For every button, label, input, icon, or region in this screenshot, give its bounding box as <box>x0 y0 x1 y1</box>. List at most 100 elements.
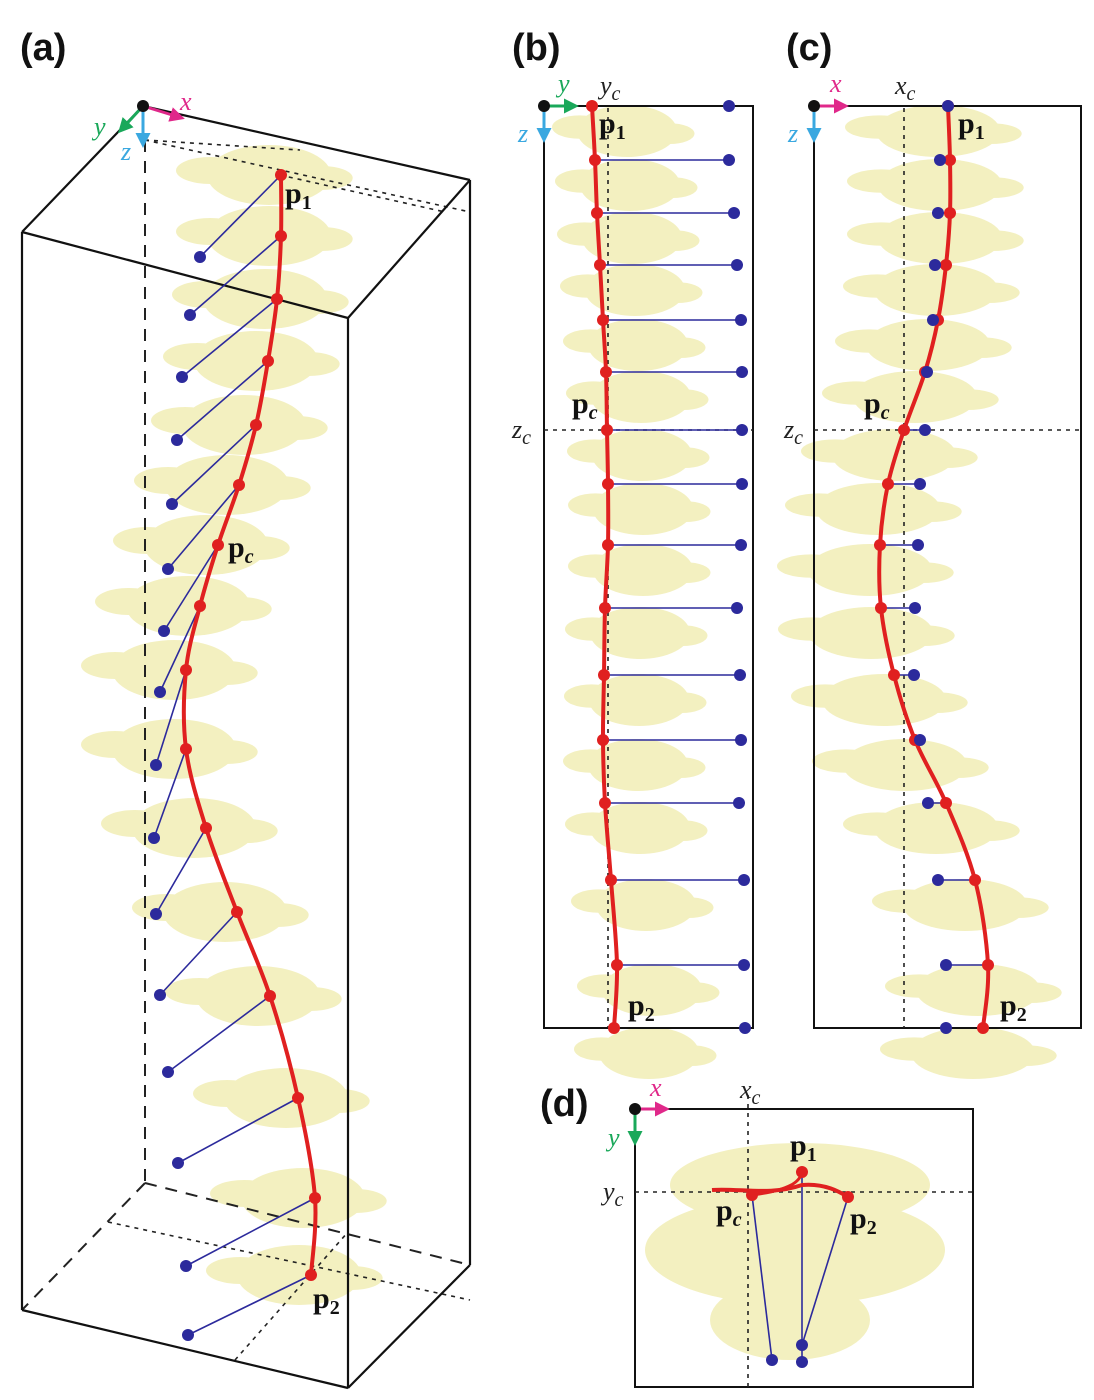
marker-point <box>927 314 939 326</box>
vertebra-process <box>659 447 710 468</box>
vertebra-body <box>580 159 680 211</box>
vertebra <box>132 882 309 942</box>
vertebra-body <box>874 264 998 316</box>
vertebra-process <box>81 652 150 679</box>
vertebra-process <box>165 978 234 1005</box>
curve-point <box>888 669 900 681</box>
curve-point <box>944 154 956 166</box>
vertebra <box>778 607 955 659</box>
vertebra-process <box>652 282 703 303</box>
vertebra-body <box>126 576 250 636</box>
marker-point <box>796 1356 808 1368</box>
vertebra-body <box>874 802 998 854</box>
box-dotted-guides <box>107 139 471 1361</box>
vertebra-process <box>215 819 278 843</box>
vertebra-process <box>843 812 912 836</box>
vertebra-body <box>592 429 692 481</box>
vertebra-process <box>560 274 615 298</box>
vertebra <box>791 674 968 726</box>
vertebra-body <box>645 1195 945 1305</box>
vertebra-body <box>599 1027 699 1079</box>
marker-point <box>914 734 926 746</box>
vertebra-process <box>891 562 954 583</box>
vertebra <box>165 966 342 1026</box>
vertebra-body <box>207 206 331 266</box>
zc-label: zc <box>511 415 531 449</box>
pc-label: pc <box>864 387 890 424</box>
vertebra <box>206 1245 383 1305</box>
vertebra-process <box>568 554 623 578</box>
vertebra <box>574 1027 717 1079</box>
axes-triad: y z <box>517 69 579 148</box>
zc-label: zc <box>783 415 803 449</box>
vertebra-process <box>710 1280 870 1360</box>
curve-point <box>597 734 609 746</box>
vertebra-body <box>165 455 289 515</box>
vertebra <box>571 879 714 931</box>
vertebra-process <box>290 227 353 251</box>
vertebra-process <box>209 597 272 621</box>
vertebra-body <box>237 1245 361 1305</box>
vertebra-body <box>112 719 236 779</box>
connector-line <box>171 424 257 505</box>
vertebra-process <box>949 337 1012 358</box>
vertebra-body <box>590 802 690 854</box>
marker-point <box>940 1022 952 1034</box>
axes-triad: x y z <box>91 87 192 166</box>
connector-line <box>177 1097 299 1164</box>
marker-point <box>919 424 931 436</box>
vertebra-process <box>847 169 916 193</box>
marker-point <box>166 498 178 510</box>
curve-point <box>601 424 613 436</box>
y-axis-label: y <box>91 112 106 141</box>
z-axis-label: z <box>517 119 528 148</box>
marker-point <box>162 563 174 575</box>
marker-point <box>734 669 746 681</box>
vertebra-process <box>655 757 706 778</box>
curve-point <box>180 743 192 755</box>
vertebra-body <box>876 105 1000 157</box>
vertebra <box>847 212 1024 264</box>
vertebra-process <box>286 290 349 314</box>
curve-point <box>212 539 224 551</box>
curve-point <box>602 478 614 490</box>
vertebra <box>81 719 258 779</box>
curve-point <box>233 479 245 491</box>
marker-point <box>766 1354 778 1366</box>
vertebra <box>785 483 962 535</box>
vertebra-process <box>885 974 954 998</box>
marker-point <box>731 259 743 271</box>
connector-line <box>181 298 278 378</box>
connector-line <box>189 235 282 316</box>
curve-point <box>271 293 283 305</box>
p1-label: p1 <box>790 1129 817 1166</box>
vertebra-process <box>195 740 258 764</box>
marker-point <box>182 1329 194 1341</box>
connector-line <box>167 995 271 1073</box>
vertebra-process <box>801 439 870 463</box>
vertebra-body <box>808 544 932 596</box>
curve-point <box>305 1269 317 1281</box>
marker-point <box>150 759 162 771</box>
marker-points <box>148 169 321 1341</box>
marker-point <box>738 959 750 971</box>
vertebra-process <box>656 692 707 713</box>
vertebra <box>843 264 1020 316</box>
vertebra-body <box>196 966 320 1026</box>
vertebra <box>101 798 278 858</box>
vertebra-body <box>878 212 1002 264</box>
vertebra-process <box>669 982 720 1003</box>
vertebra-process <box>847 222 916 246</box>
vertebra-process <box>961 177 1024 199</box>
vertebra-process <box>812 749 881 773</box>
p1-label: p1 <box>958 107 985 144</box>
panel-a-label: (a) <box>20 27 66 69</box>
curve-point <box>599 797 611 809</box>
curve-point <box>194 600 206 612</box>
vertebra-process <box>277 352 340 376</box>
curve-point <box>264 990 276 1002</box>
vertebra <box>880 1027 1057 1079</box>
curve-point <box>602 539 614 551</box>
p2-label: p2 <box>1000 989 1027 1026</box>
vertebra <box>872 879 1049 931</box>
